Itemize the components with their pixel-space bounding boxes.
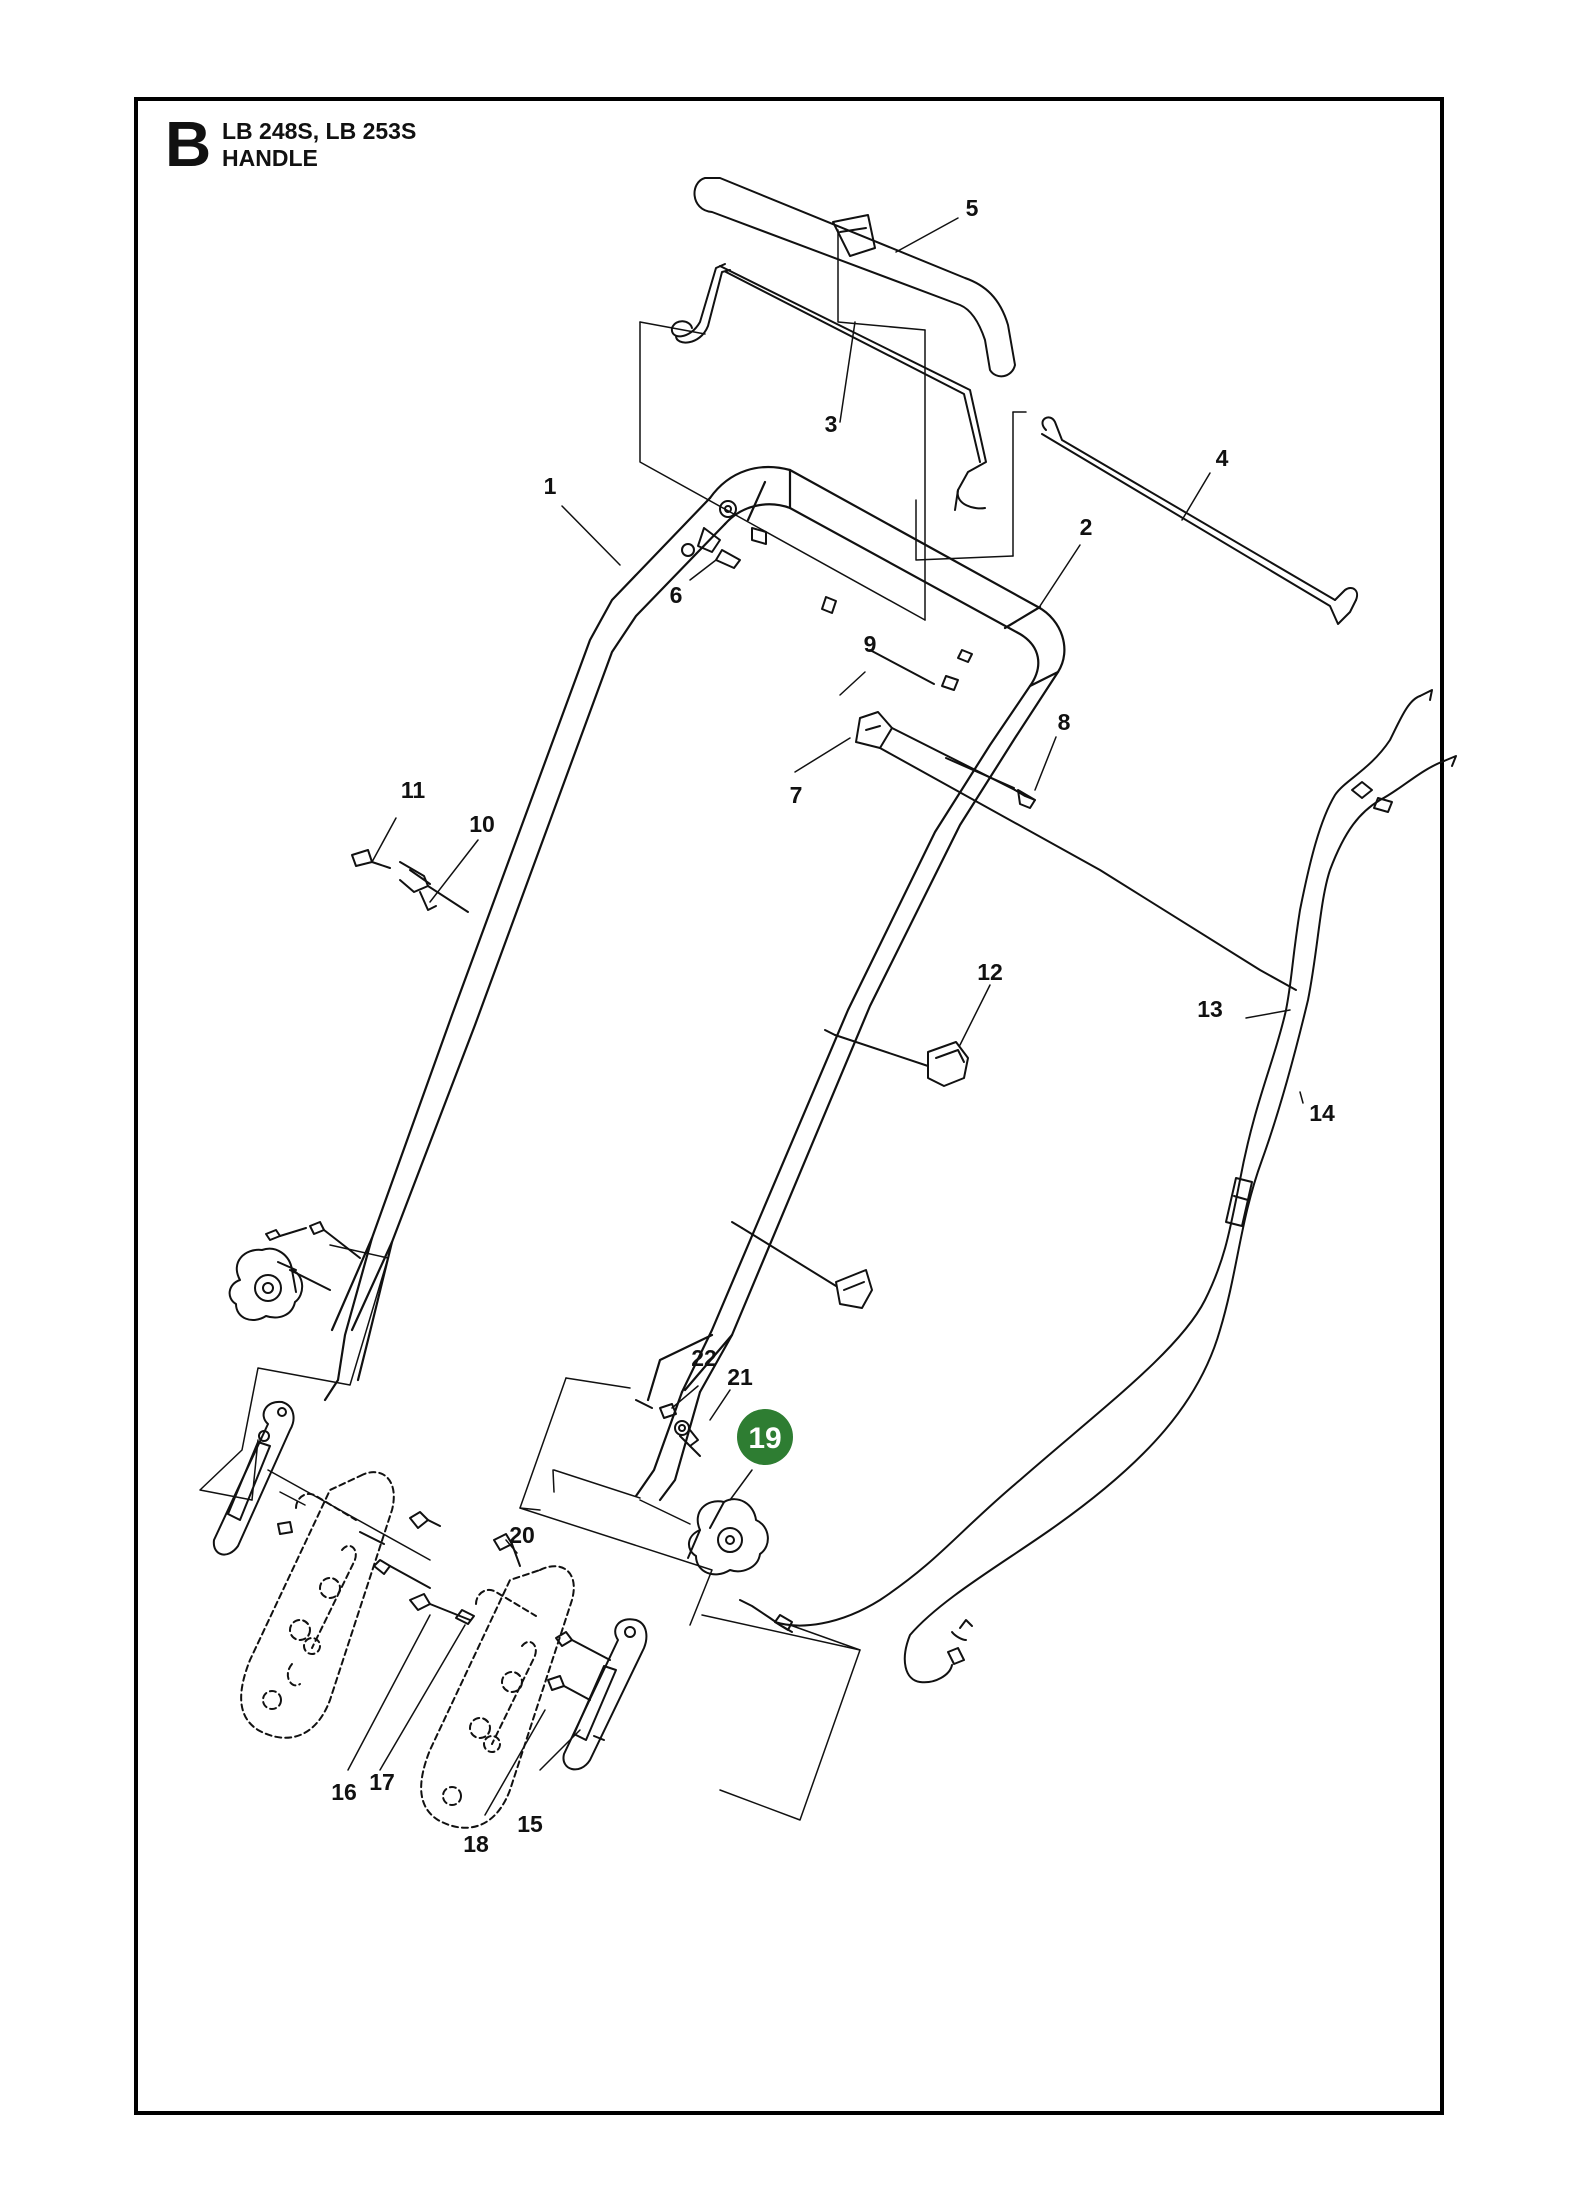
callout-11[interactable]: 11 (401, 777, 426, 803)
callout-17[interactable]: 17 (369, 1769, 395, 1795)
right-knob-part (687, 1498, 769, 1576)
leader-lines (347, 217, 1304, 1816)
dashed-bracket-left (240, 1471, 395, 1739)
callout-3[interactable]: 3 (825, 411, 838, 437)
assembly-box-top (639, 229, 1027, 621)
callout-13[interactable]: 13 (1197, 996, 1223, 1022)
slot-plate-left-part (212, 1400, 295, 1556)
highlight-circle (737, 1409, 793, 1465)
control-cables-part (739, 689, 1457, 1684)
callout-18[interactable]: 18 (463, 1831, 489, 1857)
callout-2[interactable]: 2 (1080, 514, 1093, 540)
dashed-bracket-right (420, 1565, 575, 1829)
bail-wire-part (670, 263, 987, 511)
callout-5[interactable]: 5 (966, 195, 979, 221)
right-bolt-parts (493, 1533, 611, 1701)
callout-8[interactable]: 8 (1058, 709, 1071, 735)
cable-rod-part (1041, 416, 1358, 625)
callout-12[interactable]: 12 (977, 959, 1003, 985)
callout-1[interactable]: 1 (544, 473, 557, 499)
callout-10[interactable]: 10 (469, 811, 495, 837)
callout-14[interactable]: 14 (1309, 1100, 1335, 1126)
right-tube-hardware (635, 1399, 701, 1457)
callout-22[interactable]: 22 (691, 1345, 717, 1371)
diagram-frame (134, 97, 1444, 2115)
assembly-box-right (519, 1377, 861, 1821)
callout-19[interactable]: 19 (748, 1422, 781, 1455)
callout-16[interactable]: 16 (331, 1779, 357, 1805)
cable-clip-part (731, 1029, 969, 1309)
callout-15[interactable]: 15 (517, 1811, 543, 1837)
hardware-details (351, 500, 1297, 991)
assembly-box-left (199, 1244, 431, 1561)
grip-bar-part (693, 177, 1016, 378)
left-bolt-parts (359, 1511, 475, 1625)
callout-7[interactable]: 7 (790, 782, 803, 808)
callout-6[interactable]: 6 (670, 582, 683, 608)
diagram-title: HANDLE (222, 145, 318, 171)
callout-4[interactable]: 4 (1216, 445, 1229, 471)
section-letter: B (165, 108, 212, 180)
left-knob-part (228, 1221, 361, 1321)
slot-plate-right-part (562, 1618, 648, 1771)
callout-21[interactable]: 21 (727, 1364, 753, 1390)
callout-9[interactable]: 9 (864, 631, 877, 657)
model-names: LB 248S, LB 253S (222, 118, 417, 144)
callout-20[interactable]: 20 (509, 1522, 535, 1548)
diagram-header: LB 248S, LB 253S HANDLE (222, 118, 416, 172)
